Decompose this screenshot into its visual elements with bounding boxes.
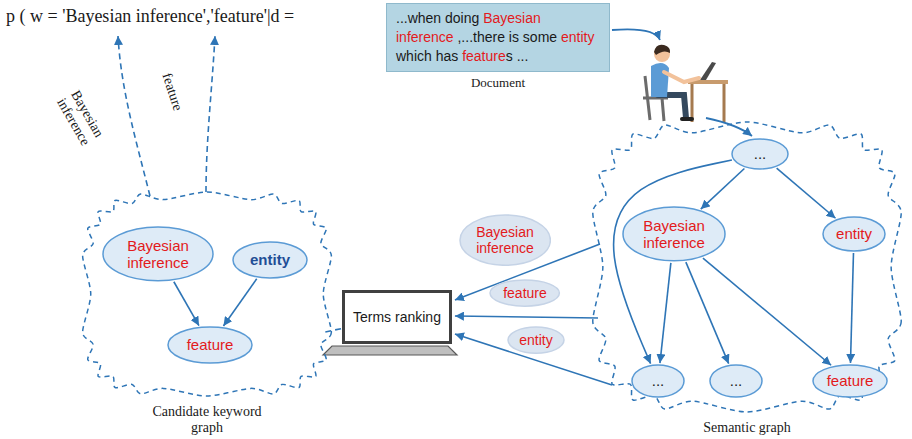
ellipse-shape <box>732 139 788 169</box>
term-node: Bayesian inference <box>102 226 214 282</box>
laptop-screen: Terms ranking <box>342 290 452 344</box>
term-tag: Bayesian inference <box>459 214 551 266</box>
node-text: Bayesian inference <box>636 217 713 252</box>
cloud-path <box>83 192 332 396</box>
connector-arrow <box>614 160 732 364</box>
term-node: ... <box>731 138 789 170</box>
dashed-arrow <box>118 36 150 196</box>
laptop-base <box>323 346 457 355</box>
formula-arrows <box>118 36 215 196</box>
arrow-label: feature <box>155 61 189 123</box>
flow-arrow <box>706 118 752 136</box>
node-text: entity <box>250 251 290 268</box>
cloud-path <box>593 122 901 412</box>
connector-arrow <box>174 282 199 326</box>
ellipse-shape <box>233 242 307 278</box>
ellipse-shape <box>490 280 559 306</box>
screen-text: Terms ranking <box>353 309 441 325</box>
connector-arrow <box>223 279 256 326</box>
term-tag: feature <box>489 279 560 307</box>
ellipse-shape <box>103 227 213 281</box>
ellipse-shape <box>632 365 684 397</box>
connector-arrow <box>325 329 341 332</box>
tag-text: feature <box>503 285 547 301</box>
graph-cloud: Bayesian inference entity featureCandidate… <box>78 188 336 439</box>
term-tag: entity <box>507 326 565 354</box>
ellipse-shape <box>710 365 762 397</box>
connector-arrow <box>701 169 745 210</box>
arrow-label: Bayesian inference <box>48 79 112 157</box>
document-caption: Document <box>386 75 610 91</box>
flow-arrows <box>612 29 752 136</box>
ellipse-shape <box>460 215 550 265</box>
node-text: ... <box>754 145 767 162</box>
term-node: ... <box>631 364 685 398</box>
ellipse-shape <box>823 217 885 251</box>
graph-caption: Semantic graph <box>647 420 847 436</box>
term-node: entity <box>232 241 308 279</box>
ellipse-shape <box>623 207 725 261</box>
term-node: feature <box>812 364 888 398</box>
node-text: entity <box>836 225 872 242</box>
document-panel: ...when doing Bayesian inference ,...the… <box>386 3 610 72</box>
connector-arrow <box>686 262 729 363</box>
connector-arrow <box>777 168 836 218</box>
formula-text: p ( w = 'Bayesian inference','feature'|d… <box>6 6 294 27</box>
document-box: ...when doing Bayesian inference ,...the… <box>386 3 610 91</box>
graph-caption: Candidate keyword graph <box>137 404 277 436</box>
ellipse-shape <box>168 327 252 363</box>
node-text: ... <box>730 372 743 389</box>
person-illustration <box>643 45 728 122</box>
term-node: ... <box>709 364 763 398</box>
connector-arrow <box>703 258 831 365</box>
flow-arrow <box>612 29 660 40</box>
ellipse-shape <box>508 327 564 353</box>
node-text: feature <box>187 336 234 353</box>
document-text: ...when doing Bayesian inference ,...the… <box>396 9 600 66</box>
tag-text: entity <box>519 332 552 348</box>
connector-layer <box>174 160 854 385</box>
term-node: Bayesian inference <box>622 206 726 262</box>
term-node: feature <box>167 326 253 364</box>
connector-arrow <box>850 253 853 363</box>
dashed-arrow <box>206 36 215 192</box>
node-text: Bayesian inference <box>117 237 200 272</box>
connector-arrow <box>660 263 671 363</box>
term-node: entity <box>822 216 886 252</box>
graph-cloud: ... Bayesian inference entity...... feature… <box>588 118 906 439</box>
connector-arrow <box>455 316 598 318</box>
ellipse-shape <box>813 365 887 397</box>
tag-text: Bayesian inference <box>472 224 537 256</box>
node-text: feature <box>827 372 874 389</box>
node-text: ... <box>652 372 665 389</box>
cloud-outline <box>78 188 336 400</box>
